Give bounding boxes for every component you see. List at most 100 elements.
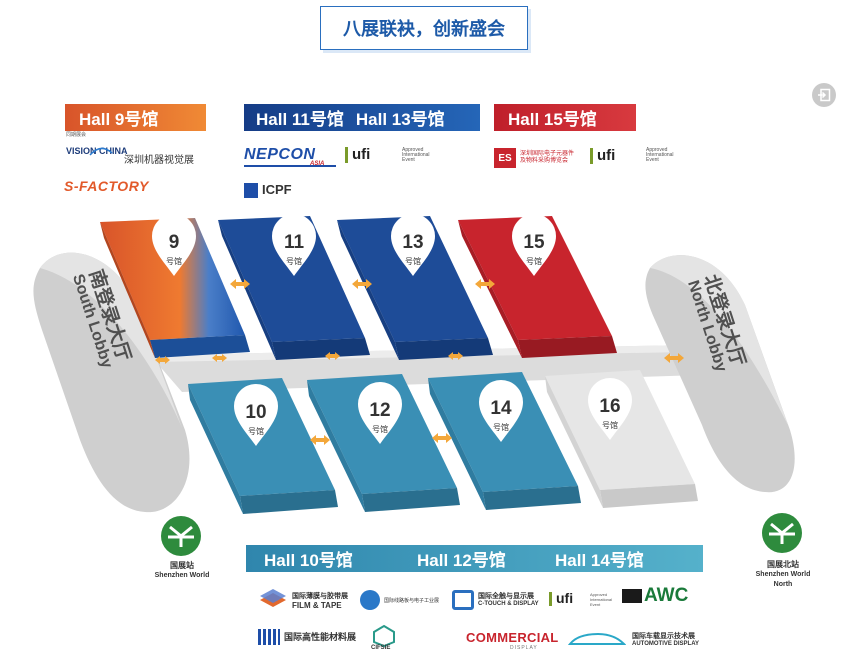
commercial-display-sub: DISPLAY [510,645,538,651]
ufi3-note-1: Approved [590,592,608,597]
ufi-note-2: International [402,152,430,158]
ufi-bar-icon [345,147,348,163]
ufi-bar-icon-3 [549,592,552,606]
cifsie-logo: CIFSIE [371,645,391,651]
arrow-icon [664,353,684,363]
exit-fullscreen-button[interactable] [812,83,836,107]
hall-10-banner-label: Hall 10号馆 [264,551,353,570]
hall-12-sub: 号馆 [372,424,388,434]
s-factory-logo: S-FACTORY [64,178,149,194]
west-station-en: Shenzhen World [154,572,210,579]
hall-9-block[interactable] [100,218,250,358]
east-station-en2: North [773,581,793,588]
es-name-1: 深圳国际电子元器件 [520,151,575,157]
arrow-icon [448,352,463,360]
ctouch-en: C-TOUCH & DISPLAY [478,601,539,607]
nepcon-asia-label: ASIA [310,161,325,167]
north-lobby[interactable] [645,255,795,493]
hall-9-sub: 号馆 [166,256,182,266]
hall-16-block[interactable] [545,370,698,508]
ufi-logo: ufi [352,146,371,163]
hall-14-number: 14 [490,398,512,419]
pin-icon-10 [234,384,278,446]
film-tape-en: FILM & TAPE [292,601,342,610]
hall-13-banner-label: Hall 13号馆 [355,110,445,129]
auto-display-cn: 国际车载显示技术展 [632,633,695,640]
arrow-icon [212,354,227,362]
ufi3-note-2: International [590,597,613,602]
ctouch-icon [452,590,474,610]
hall-10-number: 10 [245,402,266,423]
metro-icon [769,522,795,544]
hall-11-13-banner: Hall 11号馆 Hall 13号馆 [244,104,480,131]
ufi2-note-1: Approved [646,147,668,153]
auto-display-en: AUTOMOTIVE DISPLAY [632,641,700,647]
car-icon [568,632,626,645]
ufi2-note-2: International [646,152,674,158]
hall-9-banner-label: Hall 9号馆 [79,110,159,129]
hall-15-banner-label: Hall 15号馆 [508,110,597,129]
hall-11-block[interactable] [218,216,370,360]
hall-13-sub: 号馆 [405,256,421,266]
icpf-logo: ICPF [262,182,292,197]
arrow-icon [230,279,250,289]
ufi-note-1: Approved [402,147,424,153]
pcb-show-icon [360,590,380,610]
pin-icon-14 [479,380,523,442]
hall-15-banner: Hall 15号馆 [494,104,636,131]
hall-13-number: 13 [402,232,423,253]
co-located-tag: 同期展会 [66,132,87,138]
hall-15-number: 15 [523,232,545,253]
east-station-en1: Shenzhen World [755,571,811,578]
hall-16-sub: 号馆 [602,420,618,430]
arrow-icon [475,279,495,289]
hall-10-sub: 号馆 [248,426,264,436]
pin-icon-12 [358,382,402,444]
west-station-label: 国展站 Shenzhen World [150,561,214,581]
hall-14-sub: 号馆 [493,422,509,432]
hall-13-block[interactable] [337,216,493,360]
ufi-logo-2: ufi [597,147,616,164]
pcb-show-cn: 国际线路板与电子工业展 [384,598,440,604]
hall-14-banner-label: Hall 14号馆 [555,551,644,570]
ctouch-cn: 国际全触与显示展 [478,593,534,600]
hall-16-number: 16 [599,396,620,417]
hall-10-12-14-banner: Hall 10号馆 Hall 12号馆 Hall 14号馆 [246,545,703,572]
connector-arrows [155,279,684,445]
nepcon-logo: NEPCON [244,146,316,163]
nepcon-underline [244,165,336,167]
hall-pins [152,214,632,446]
pin-icon-11 [272,214,316,276]
ufi3-note-3: Event [590,602,601,607]
vision-swoosh-icon [89,147,113,156]
metro-station-east[interactable] [762,513,802,553]
east-station-label: 国展北站 Shenzhen World North [748,560,818,590]
arrow-icon [155,356,170,364]
awc-mark-icon [622,589,642,603]
hall-11-sub: 号馆 [286,256,302,266]
es-name-2: 及物料采购博览会 [520,158,569,164]
metro-station-west[interactable] [161,516,201,556]
page-title: 八展联袂，创新盛会 [320,6,528,50]
cifsie-icon [373,624,395,648]
vision-china-logo: VISION CHINA [66,146,128,156]
es-logo: ES [494,148,516,168]
hall-15-block[interactable] [458,216,617,358]
west-station-cn: 国展站 [170,561,194,570]
ufi2-note-3: Event [646,157,659,163]
hall-12-banner-label: Hall 12号馆 [417,551,506,570]
hall-11-number: 11 [284,232,305,253]
arrow-icon [325,352,340,360]
south-lobby[interactable] [33,252,190,513]
arrow-icon [352,279,372,289]
east-station-cn: 国展北站 [767,560,799,569]
pin-icon-9 [152,214,196,276]
functional-materials-cn: 国际高性能材料展 [284,632,357,642]
film-tape-icon [260,589,286,607]
hall-9-banner: Hall 9号馆 [65,104,206,131]
arrow-icon [310,435,330,445]
ufi-bar-icon-2 [590,148,593,164]
pin-icon-15 [512,214,556,276]
exit-icon [818,88,831,102]
